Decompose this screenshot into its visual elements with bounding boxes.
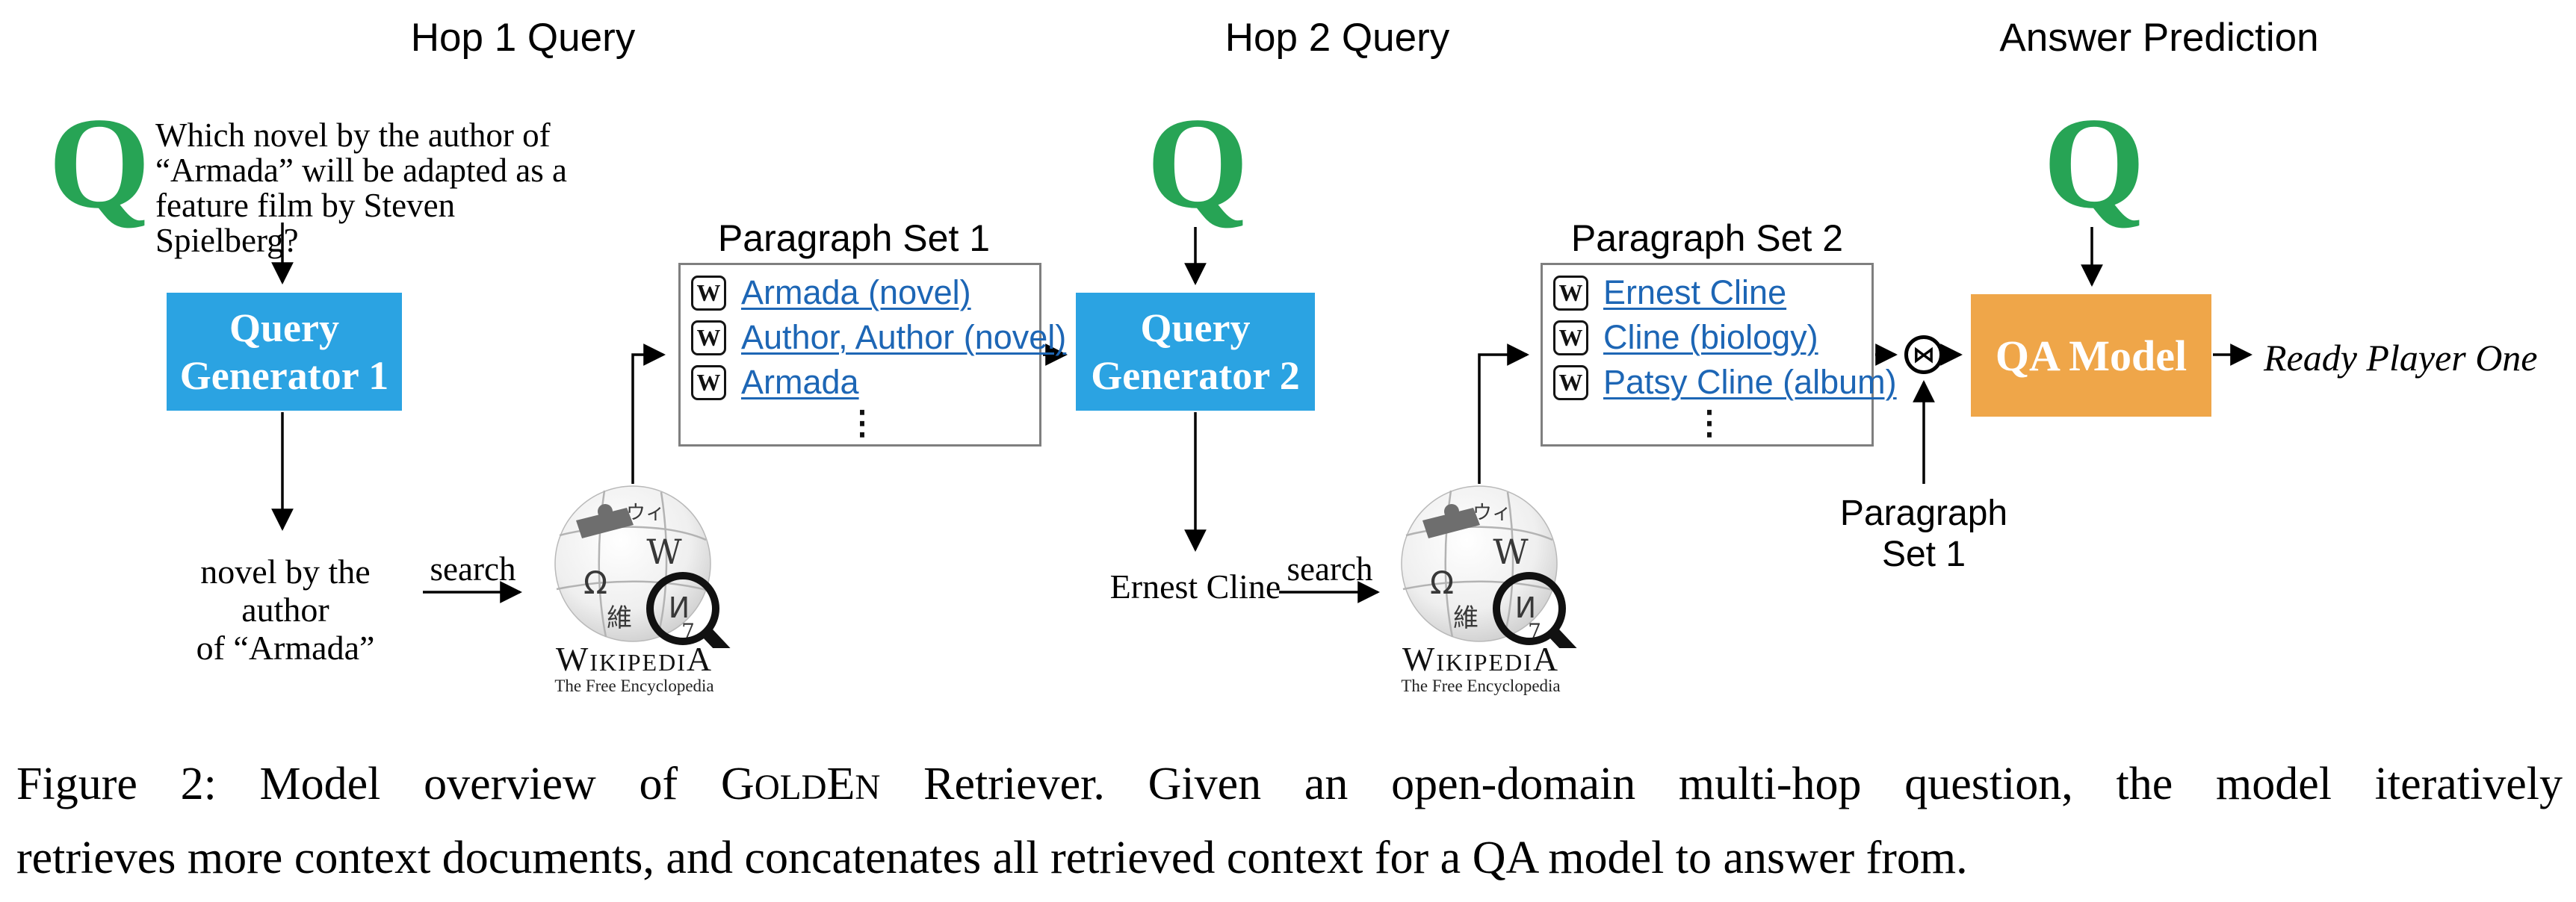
article-link: Cline (biology) (1603, 318, 1818, 356)
search-label-1: search (430, 550, 516, 588)
hop1-generated-query: novel by the author of “Armada” (158, 553, 412, 667)
globe-glyph-cjk: 維 (1453, 603, 1479, 633)
globe-glyph-cyrillic: И (669, 591, 690, 624)
paragraph-row: W Ernest Cline (1553, 273, 1866, 311)
question-text: Which novel by the author of “Armada” wi… (155, 118, 604, 258)
globe-glyph-cyrillic: И (1515, 591, 1536, 624)
article-link: Armada (novel) (741, 273, 971, 311)
question-line1: Which novel by the author of (155, 116, 551, 154)
qa-model-box: QA Model (1971, 294, 2211, 417)
query-generator-2-line2: Generator 2 (1091, 353, 1300, 398)
wikipedia-wordmark: WikipediA (1402, 640, 1560, 678)
globe-glyph-omega: Ω (583, 564, 607, 601)
header-hop2-query: Hop 2 Query (1224, 16, 1450, 60)
paragraph-set-1-box: W Armada (novel) W Author, Author (novel… (678, 263, 1066, 447)
header-answer-prediction: Answer Prediction (1999, 16, 2319, 60)
wikipedia-logo-2: W Ω 維 ウィ И 7 WikipediA The Free Encyclop… (1376, 480, 1585, 697)
query-generator-1-box: Query Generator 1 (167, 293, 402, 411)
wikipedia-article-icon: W (691, 320, 726, 355)
predicted-answer: Ready Player One (2264, 337, 2538, 379)
globe-glyph-omega: Ω (1430, 564, 1454, 601)
puzzle-piece-missing (576, 508, 634, 538)
question-symbol-3: Q (2043, 90, 2146, 235)
wikipedia-article-icon: W (691, 275, 726, 311)
paragraph-row: W Author, Author (novel) (691, 318, 1066, 356)
concat-join-icon: ⋈ (1904, 335, 1943, 374)
wikipedia-wordmark: WikipediA (555, 640, 713, 678)
query-generator-1-line1: Query (229, 305, 339, 350)
wikipedia-tagline: The Free Encyclopedia (1401, 676, 1561, 695)
paragraph-set-2-title: Paragraph Set 2 (1570, 217, 1844, 259)
paragraph-row: W Armada (691, 363, 1033, 401)
question-symbol-2: Q (1146, 90, 1249, 235)
concat-input-label: Paragraph Set 1 (1838, 493, 2010, 575)
concat-input-label-line2: Set 1 (1881, 535, 1966, 574)
question-line3: feature film by Steven Spielberg? (155, 187, 456, 259)
globe-glyph-cjk: 維 (607, 603, 632, 633)
wikipedia-globe-icon: W Ω 維 ウィ И 7 (554, 485, 739, 666)
paragraph-set-1-title: Paragraph Set 1 (717, 217, 991, 259)
globe-glyph-w: W (646, 532, 682, 572)
article-link: Patsy Cline (album) (1603, 363, 1897, 401)
paragraph-row: W Patsy Cline (album) (1553, 363, 1897, 401)
query-generator-1-line2: Generator 1 (179, 353, 389, 398)
figure-caption: Figure 2: Model overview of GOLDEN Retri… (16, 749, 2563, 893)
wikipedia-globe-icon: W Ω 維 ウィ И 7 (1401, 485, 1585, 666)
article-link: Author, Author (novel) (741, 318, 1067, 356)
ellipsis: ⋮ (1693, 405, 1726, 441)
question-line2: “Armada” will be adapted as a (155, 152, 567, 189)
question-symbol-1: Q (48, 90, 151, 235)
query-generator-2-box: Query Generator 2 (1076, 293, 1315, 411)
caption-line1: Figure 2: Model overview of GOLDEN Retri… (16, 759, 2563, 809)
puzzle-piece-missing (1422, 508, 1480, 538)
hop1-query-line2: of “Armada” (196, 629, 375, 667)
globe-glyph-w: W (1493, 532, 1529, 572)
wikipedia-article-icon: W (1553, 320, 1588, 355)
query-generator-2-line1: Query (1140, 305, 1251, 350)
caption-line2: retrieves more context documents, and co… (16, 833, 1968, 883)
arrow-wiki2-to-ps2 (1478, 343, 1529, 484)
article-link: Armada (741, 363, 859, 401)
wikipedia-article-icon: W (691, 364, 726, 400)
wikipedia-logo-1: W Ω 維 ウィ И 7 WikipediA The Free Encyclop… (530, 480, 739, 697)
paragraph-row: W Armada (novel) (691, 273, 1033, 311)
paragraph-set-2-box: W Ernest Cline W Cline (biology) W Patsy… (1541, 263, 1897, 447)
search-label-2: search (1287, 550, 1373, 588)
header-hop1-query: Hop 1 Query (410, 16, 636, 60)
globe-glyph-katakana: ウィ (626, 502, 665, 524)
wikipedia-article-icon: W (1553, 275, 1588, 311)
globe-glyph-katakana: ウィ (1473, 502, 1511, 524)
arrow-wiki1-to-ps1 (631, 343, 666, 484)
wikipedia-tagline: The Free Encyclopedia (554, 676, 714, 695)
concat-input-label-line1: Paragraph (1839, 494, 2008, 533)
ellipsis: ⋮ (846, 405, 879, 441)
article-link: Ernest Cline (1603, 273, 1787, 311)
wikipedia-article-icon: W (1553, 364, 1588, 400)
paragraph-row: W Cline (biology) (1553, 318, 1866, 356)
hop1-query-line1: novel by the author (200, 553, 371, 629)
hop2-generated-query: Ernest Cline (1109, 567, 1281, 606)
